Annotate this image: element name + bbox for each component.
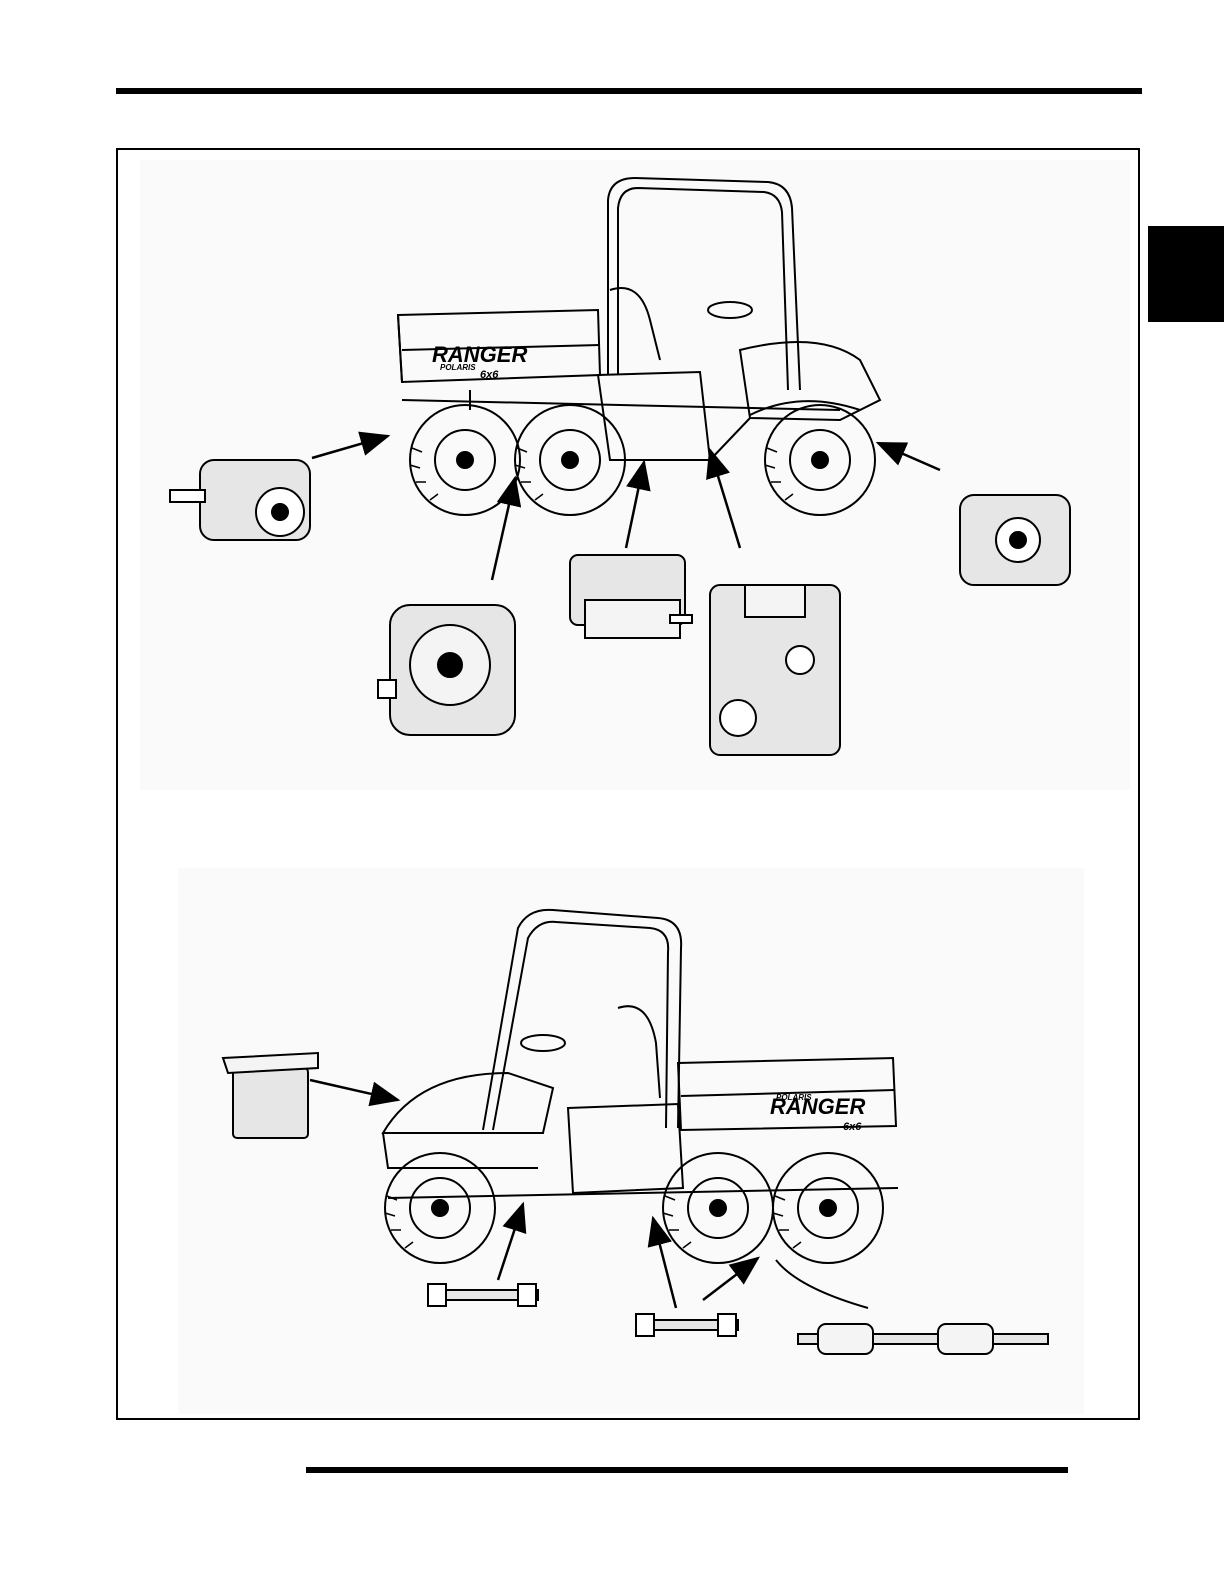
front-prop-shaft-component <box>428 1284 538 1306</box>
arrow-front-prop-shaft <box>498 1204 523 1280</box>
axle-leader-line <box>776 1260 868 1308</box>
battery-component <box>223 1053 318 1138</box>
arrow-front-gearcase <box>878 443 940 470</box>
arrow-engine <box>710 450 740 548</box>
front-gearcase-component <box>960 495 1070 585</box>
transmission-component <box>570 555 692 638</box>
driveline-component-illustration: POLARIS RANGER 6x6 <box>178 868 1084 1414</box>
decal-variant-2: 6x6 <box>843 1121 862 1133</box>
middle-gearcase-component <box>378 605 515 735</box>
footer-rule <box>306 1467 1068 1473</box>
rear-prop-shaft-component <box>636 1314 738 1336</box>
arrow-transmission <box>626 462 644 548</box>
arrow-rear-gearcase <box>312 436 388 458</box>
drivetrain-component-illustration: POLARIS RANGER 6x6 <box>140 160 1130 790</box>
arrow-drive-axle <box>703 1258 758 1300</box>
decal-variant: 6x6 <box>480 369 499 381</box>
arrow-middle-gearcase <box>492 478 515 580</box>
rear-gearcase-component <box>170 460 310 540</box>
engine-component <box>710 585 840 755</box>
arrow-battery <box>310 1080 398 1100</box>
header-rule <box>116 88 1142 94</box>
drive-axle-component <box>798 1324 1048 1354</box>
arrow-rear-prop-shaft <box>653 1218 676 1308</box>
decal-model-2: RANGER <box>770 1094 865 1119</box>
chapter-tab-marker <box>1148 226 1224 322</box>
decal-model: RANGER <box>432 342 527 367</box>
